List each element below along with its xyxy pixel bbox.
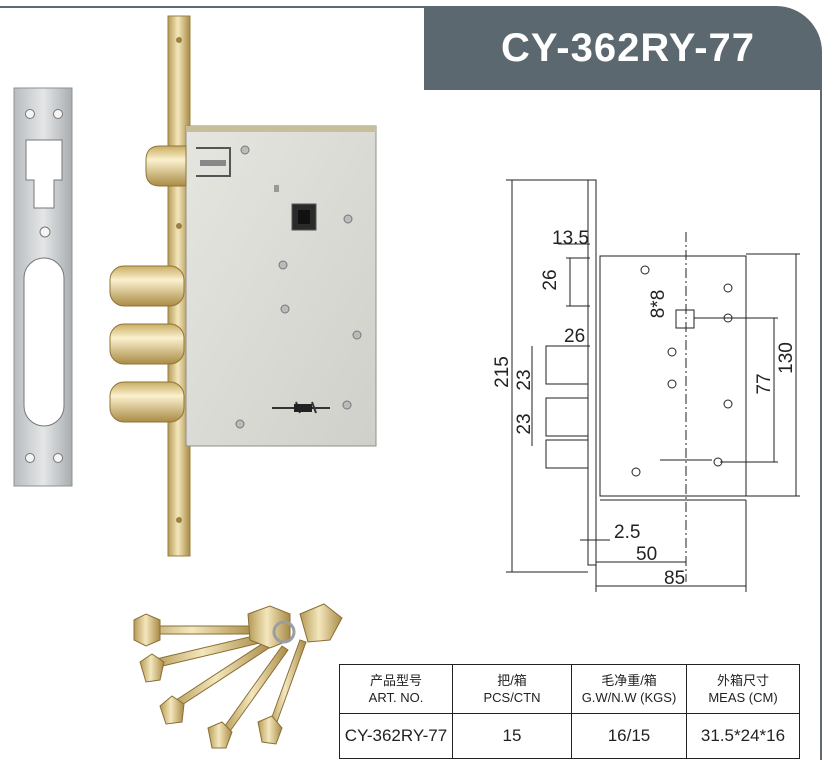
dim-8x8: 8*8 — [648, 290, 669, 319]
spec-table-row: CY-362RY-77 15 16/15 31.5*24*16 — [339, 713, 800, 759]
header-meas: 外箱尺寸 MEAS (CM) — [686, 664, 800, 714]
title-banner: CY-362RY-77 — [424, 6, 822, 90]
keys — [133, 603, 343, 749]
dim-13-5: 13.5 — [552, 228, 589, 249]
cell-pcs-ctn: 15 — [452, 713, 572, 759]
frame-right-line — [820, 70, 822, 760]
cell-art-no: CY-362RY-77 — [339, 713, 453, 759]
product-title: CY-362RY-77 — [500, 25, 756, 70]
cell-meas: 31.5*24*16 — [686, 713, 800, 759]
dim-130: 130 — [776, 342, 797, 374]
dead-bolts — [109, 265, 185, 423]
drawing-faceplate — [587, 179, 597, 566]
cell-weight: 16/15 — [571, 713, 687, 759]
spec-table-header-row: 产品型号 ART. NO. 把/箱 PCS/CTN 毛净重/箱 G.W/N.W … — [339, 664, 800, 714]
spec-table: 产品型号 ART. NO. 把/箱 PCS/CTN 毛净重/箱 G.W/N.W … — [339, 664, 800, 759]
dim-23-a: 23 — [514, 369, 535, 390]
header-art-no: 产品型号 ART. NO. — [339, 664, 453, 714]
dim-215: 215 — [492, 356, 513, 388]
dim-2-5: 2.5 — [614, 522, 640, 543]
dim-77: 77 — [754, 373, 775, 394]
latch-bolt — [145, 145, 231, 187]
frame-top-line — [0, 6, 430, 8]
drawing-bolt-1 — [545, 345, 589, 385]
drawing-bolt-2 — [545, 397, 589, 437]
lock-case — [185, 125, 377, 447]
drawing-case — [599, 255, 747, 497]
dim-50: 50 — [636, 544, 657, 565]
dim-85: 85 — [664, 568, 685, 589]
header-weight: 毛净重/箱 G.W/N.W (KGS) — [571, 664, 687, 714]
dim-23-b: 23 — [514, 413, 535, 434]
drawing-bolt-3 — [545, 439, 589, 469]
dim-26-latch: 26 — [540, 269, 561, 290]
dim-26-bolt: 26 — [564, 326, 585, 347]
strike-plate — [13, 87, 73, 487]
header-pcs-ctn: 把/箱 PCS/CTN — [452, 664, 572, 714]
drawing-latch — [566, 257, 590, 307]
drawing-spindle — [675, 309, 695, 329]
